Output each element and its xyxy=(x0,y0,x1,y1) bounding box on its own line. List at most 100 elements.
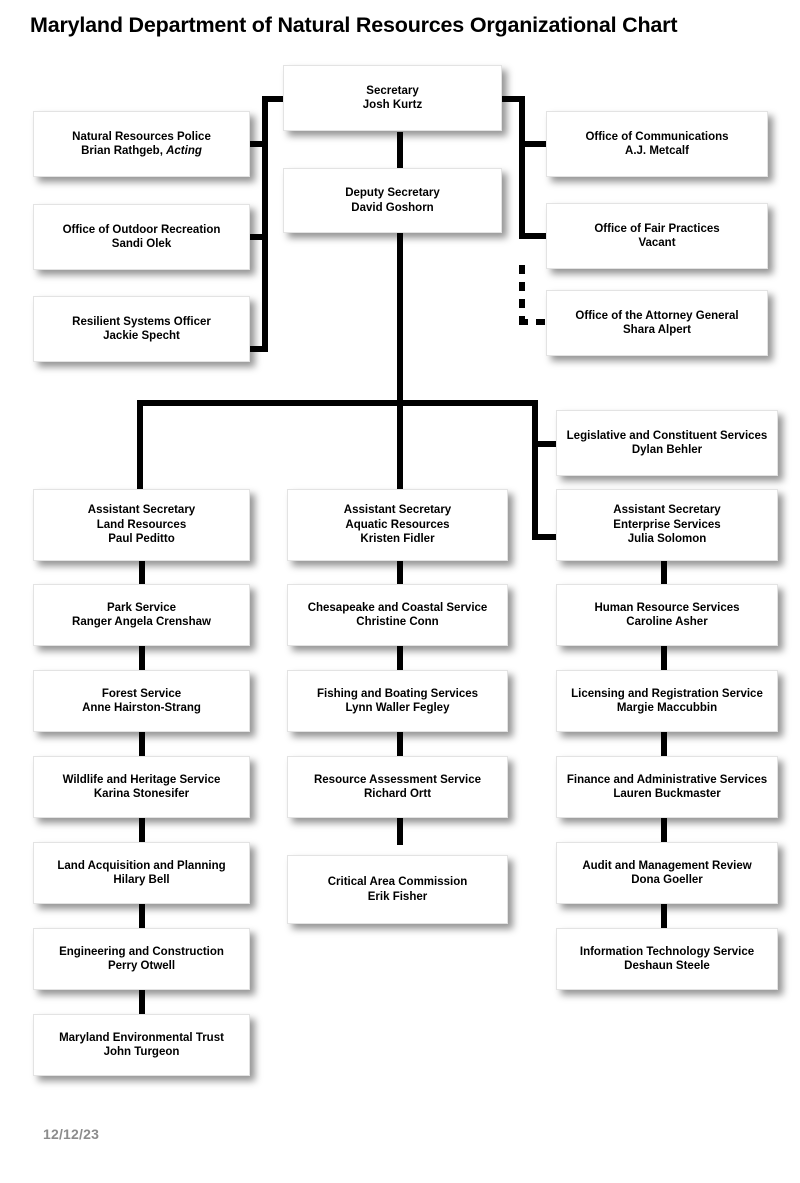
node-name: Paul Peditto xyxy=(108,533,175,546)
node-title: Audit and Management Review xyxy=(582,859,752,872)
node-secretary[interactable]: Secretary Josh Kurtz xyxy=(283,65,502,131)
node-land-acquisition-and-planning[interactable]: Land Acquisition and Planning Hilary Bel… xyxy=(33,842,250,904)
connector-left-branch-1 xyxy=(246,141,268,147)
node-title: Deputy Secretary xyxy=(345,187,440,199)
node-forest-service[interactable]: Forest Service Anne Hairston-Strang xyxy=(33,670,250,732)
connector-drop-col2 xyxy=(397,400,403,489)
node-maryland-environmental-trust[interactable]: Maryland Environmental Trust John Turgeo… xyxy=(33,1014,250,1076)
connector-col3-link-4 xyxy=(661,817,667,842)
node-information-technology-service[interactable]: Information Technology Service Deshaun S… xyxy=(556,928,778,990)
node-title: Information Technology Service xyxy=(579,945,755,958)
connector-attorney-general-dashed-vertical xyxy=(519,265,525,325)
node-office-of-communications[interactable]: Office of Communications A.J. Metcalf xyxy=(546,111,768,177)
node-name: Dona Goeller xyxy=(631,874,703,886)
connector-distribution-bar xyxy=(137,400,538,406)
node-chesapeake-and-coastal-service[interactable]: Chesapeake and Coastal Service Christine… xyxy=(287,584,508,646)
node-critical-area-commission[interactable]: Critical Area Commission Erik Fisher xyxy=(287,855,508,924)
node-name: Jackie Specht xyxy=(103,330,180,342)
node-name: Christine Conn xyxy=(356,616,439,628)
node-title: Assistant Secretary xyxy=(343,504,452,517)
node-assistant-secretary-land-resources[interactable]: Assistant Secretary Land Resources Paul … xyxy=(33,489,250,561)
node-title: Licensing and Registration Service xyxy=(571,687,763,700)
node-name: Margie Maccubbin xyxy=(616,702,718,714)
node-title: Assistant Secretary xyxy=(87,504,196,517)
node-title: Critical Area Commission xyxy=(327,876,468,888)
node-wildlife-and-heritage-service[interactable]: Wildlife and Heritage Service Karina Sto… xyxy=(33,756,250,818)
connector-secretary-to-deputy xyxy=(397,132,403,169)
node-title: Chesapeake and Coastal Service xyxy=(307,601,488,614)
connector-col1-link-4 xyxy=(139,817,145,842)
connector-col1-link-2 xyxy=(139,645,145,670)
connector-col1-link-3 xyxy=(139,731,145,756)
node-name: Lauren Buckmaster xyxy=(613,788,721,800)
node-title: Forest Service xyxy=(101,687,182,700)
connector-right-vertical-bus xyxy=(519,96,525,239)
node-title: Human Resource Services xyxy=(594,601,740,614)
node-title: Natural Resources Police xyxy=(72,130,211,143)
node-office-of-fair-practices[interactable]: Office of Fair Practices Vacant xyxy=(546,203,768,269)
connector-deputy-trunk xyxy=(397,232,403,406)
node-name: Kristen Fidler xyxy=(360,533,435,546)
node-natural-resources-police[interactable]: Natural Resources Police Brian Rathgeb, … xyxy=(33,111,250,177)
connector-secretary-left-stub xyxy=(262,96,288,102)
connector-left-branch-3 xyxy=(246,346,268,352)
node-name: Hilary Bell xyxy=(113,874,170,886)
connector-col1-link-1 xyxy=(139,560,145,585)
node-area: Aquatic Resources xyxy=(345,518,450,531)
node-title: Maryland Environmental Trust xyxy=(59,1031,224,1044)
node-assistant-secretary-enterprise-services[interactable]: Assistant Secretary Enterprise Services … xyxy=(556,489,778,561)
node-deputy-secretary[interactable]: Deputy Secretary David Goshorn xyxy=(283,168,502,233)
node-human-resource-services[interactable]: Human Resource Services Caroline Asher xyxy=(556,584,778,646)
node-name: Josh Kurtz xyxy=(362,99,423,111)
node-name: Caroline Asher xyxy=(626,616,708,628)
connector-col3-link-3 xyxy=(661,731,667,756)
node-title: Office of Fair Practices xyxy=(594,222,720,235)
node-licensing-and-registration-service[interactable]: Licensing and Registration Service Margi… xyxy=(556,670,778,732)
node-title: Land Acquisition and Planning xyxy=(57,859,226,872)
connector-col3-elbow xyxy=(532,534,556,540)
connector-right-branch-2 xyxy=(519,233,547,239)
connector-col1-link-6 xyxy=(139,989,145,1014)
connector-legislative-branch xyxy=(532,441,556,447)
node-title: Resource Assessment Service xyxy=(313,773,482,786)
connector-col2-link-4 xyxy=(397,817,403,845)
node-area: Land Resources xyxy=(96,518,187,531)
node-park-service[interactable]: Park Service Ranger Angela Crenshaw xyxy=(33,584,250,646)
node-title: Finance and Administrative Services xyxy=(566,773,768,786)
node-audit-and-management-review[interactable]: Audit and Management Review Dona Goeller xyxy=(556,842,778,904)
node-finance-and-administrative-services[interactable]: Finance and Administrative Services Laur… xyxy=(556,756,778,818)
node-name: John Turgeon xyxy=(103,1046,180,1058)
node-office-of-outdoor-recreation[interactable]: Office of Outdoor Recreation Sandi Olek xyxy=(33,204,250,270)
node-office-of-the-attorney-general[interactable]: Office of the Attorney General Shara Alp… xyxy=(546,290,768,356)
node-fishing-and-boating-services[interactable]: Fishing and Boating Services Lynn Waller… xyxy=(287,670,508,732)
node-name: David Goshorn xyxy=(351,201,434,214)
node-name: Lynn Waller Fegley xyxy=(345,702,450,714)
node-title: Secretary xyxy=(366,84,419,97)
node-title: Park Service xyxy=(106,601,177,614)
node-name: Vacant xyxy=(638,237,676,249)
node-title: Office of the Attorney General xyxy=(575,309,739,322)
connector-col2-link-2 xyxy=(397,645,403,670)
node-resource-assessment-service[interactable]: Resource Assessment Service Richard Ortt xyxy=(287,756,508,818)
node-title: Wildlife and Heritage Service xyxy=(62,773,221,786)
node-name: Brian Rathgeb, Acting xyxy=(81,145,202,157)
node-name: Deshaun Steele xyxy=(624,960,710,972)
node-name: Sandi Olek xyxy=(111,238,172,250)
connector-col1-link-5 xyxy=(139,903,145,928)
node-name: Ranger Angela Crenshaw xyxy=(72,616,211,628)
connector-col2-link-1 xyxy=(397,560,403,585)
node-resilient-systems-officer[interactable]: Resilient Systems Officer Jackie Specht xyxy=(33,296,250,362)
connector-left-branch-2 xyxy=(246,234,268,240)
node-engineering-and-construction[interactable]: Engineering and Construction Perry Otwel… xyxy=(33,928,250,990)
connector-drop-col3 xyxy=(532,400,538,540)
node-title: Legislative and Constituent Services xyxy=(566,429,768,442)
node-name: A.J. Metcalf xyxy=(625,145,689,157)
node-title: Office of Outdoor Recreation xyxy=(62,223,221,236)
node-assistant-secretary-aquatic-resources[interactable]: Assistant Secretary Aquatic Resources Kr… xyxy=(287,489,508,561)
node-title: Office of Communications xyxy=(585,130,729,143)
node-name: Julia Solomon xyxy=(627,533,707,546)
node-legislative-and-constituent-services[interactable]: Legislative and Constituent Services Dyl… xyxy=(556,410,778,476)
node-name: Shara Alpert xyxy=(623,324,691,336)
node-name-qualifier: Acting xyxy=(166,145,202,157)
